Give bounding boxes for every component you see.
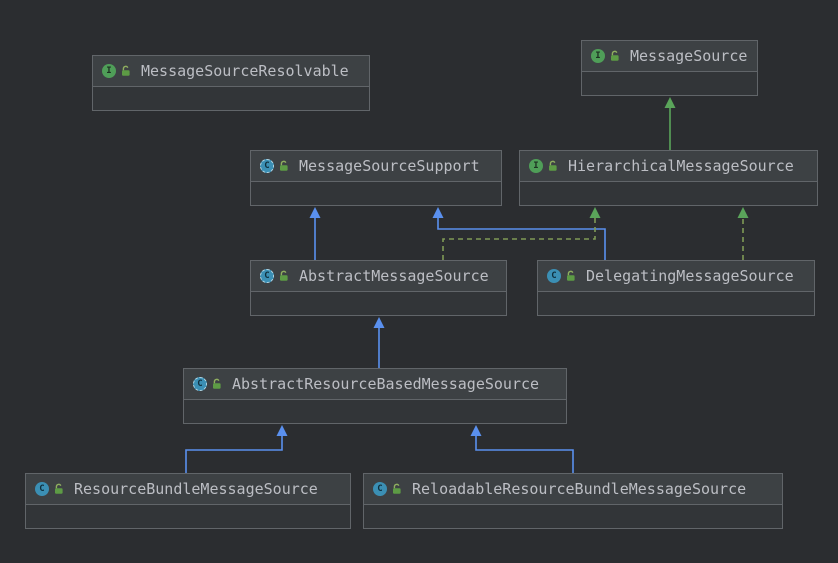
class-node-ResourceBundleMessageSource[interactable]: C ResourceBundleMessageSource xyxy=(25,473,351,529)
node-header: I MessageSourceResolvable xyxy=(93,56,369,87)
node-header: I MessageSource xyxy=(582,41,757,72)
public-lock-icon xyxy=(549,160,557,171)
class-node-ReloadableResourceBundleMessageSource[interactable]: C ReloadableResourceBundleMessageSource xyxy=(363,473,783,529)
inheritance-arrowhead xyxy=(276,425,288,436)
inheritance-arrowhead xyxy=(470,425,482,436)
public-lock-icon xyxy=(567,270,575,281)
node-members-section xyxy=(26,505,350,528)
node-members-section xyxy=(251,182,501,205)
public-lock-icon xyxy=(122,65,130,76)
node-header: C AbstractResourceBasedMessageSource xyxy=(184,369,566,400)
public-lock-icon xyxy=(280,270,288,281)
public-lock-icon xyxy=(280,160,288,171)
inheritance-arrowhead xyxy=(432,207,444,218)
class-name-label: HierarchicalMessageSource xyxy=(568,157,794,175)
class-name-label: ReloadableResourceBundleMessageSource xyxy=(412,480,747,498)
node-header: C DelegatingMessageSource xyxy=(538,261,814,292)
edge-ResourceBundleMessageSource-to-AbstractResourceBasedMessageSource xyxy=(185,436,283,473)
class-node-MessageSource[interactable]: I MessageSource xyxy=(581,40,758,96)
class-name-label: MessageSource xyxy=(630,47,748,65)
class-name-label: AbstractMessageSource xyxy=(299,267,489,285)
abstract-class-icon: C xyxy=(260,269,274,283)
class-node-HierarchicalMessageSource[interactable]: I HierarchicalMessageSource xyxy=(519,150,818,206)
node-members-section xyxy=(184,400,566,423)
class-icon: C xyxy=(35,482,49,496)
edge-ReloadableResourceBundleMessageSource-to-AbstractResourceBasedMessageSource xyxy=(475,436,574,473)
node-header: C ResourceBundleMessageSource xyxy=(26,474,350,505)
abstract-class-icon: C xyxy=(260,159,274,173)
class-icon: C xyxy=(547,269,561,283)
edge-DelegatingMessageSource-to-MessageSourceSupport xyxy=(437,218,606,260)
node-members-section xyxy=(364,505,782,528)
inheritance-arrowhead xyxy=(373,317,385,328)
public-lock-icon xyxy=(611,50,619,61)
class-name-label: MessageSourceResolvable xyxy=(141,62,349,80)
class-node-AbstractResourceBasedMessageSource[interactable]: C AbstractResourceBasedMessageSource xyxy=(183,368,567,424)
public-lock-icon xyxy=(213,378,221,389)
class-node-DelegatingMessageSource[interactable]: C DelegatingMessageSource xyxy=(537,260,815,316)
public-lock-icon xyxy=(55,483,63,494)
class-node-AbstractMessageSource[interactable]: C AbstractMessageSource xyxy=(250,260,507,316)
node-header: C MessageSourceSupport xyxy=(251,151,501,182)
node-header: C AbstractMessageSource xyxy=(251,261,506,292)
inheritance-arrowhead xyxy=(309,207,321,218)
class-name-label: MessageSourceSupport xyxy=(299,157,480,175)
class-node-MessageSourceSupport[interactable]: C MessageSourceSupport xyxy=(250,150,502,206)
edge-AbstractMessageSource-to-HierarchicalMessageSource xyxy=(442,218,596,260)
node-header: C ReloadableResourceBundleMessageSource xyxy=(364,474,782,505)
node-members-section xyxy=(538,292,814,315)
node-members-section xyxy=(251,292,506,315)
class-name-label: ResourceBundleMessageSource xyxy=(74,480,318,498)
class-node-MessageSourceResolvable[interactable]: I MessageSourceResolvable xyxy=(92,55,370,111)
interface-icon: I xyxy=(102,64,116,78)
interface-icon: I xyxy=(529,159,543,173)
interface-icon: I xyxy=(591,49,605,63)
class-name-label: AbstractResourceBasedMessageSource xyxy=(232,375,540,393)
inheritance-arrowhead xyxy=(589,207,601,218)
abstract-class-icon: C xyxy=(193,377,207,391)
public-lock-icon xyxy=(393,483,401,494)
inheritance-arrowhead xyxy=(737,207,749,218)
class-name-label: DelegatingMessageSource xyxy=(586,267,794,285)
node-header: I HierarchicalMessageSource xyxy=(520,151,817,182)
class-icon: C xyxy=(373,482,387,496)
node-members-section xyxy=(93,87,369,110)
inheritance-arrowhead xyxy=(664,97,676,108)
node-members-section xyxy=(582,72,757,95)
node-members-section xyxy=(520,182,817,205)
